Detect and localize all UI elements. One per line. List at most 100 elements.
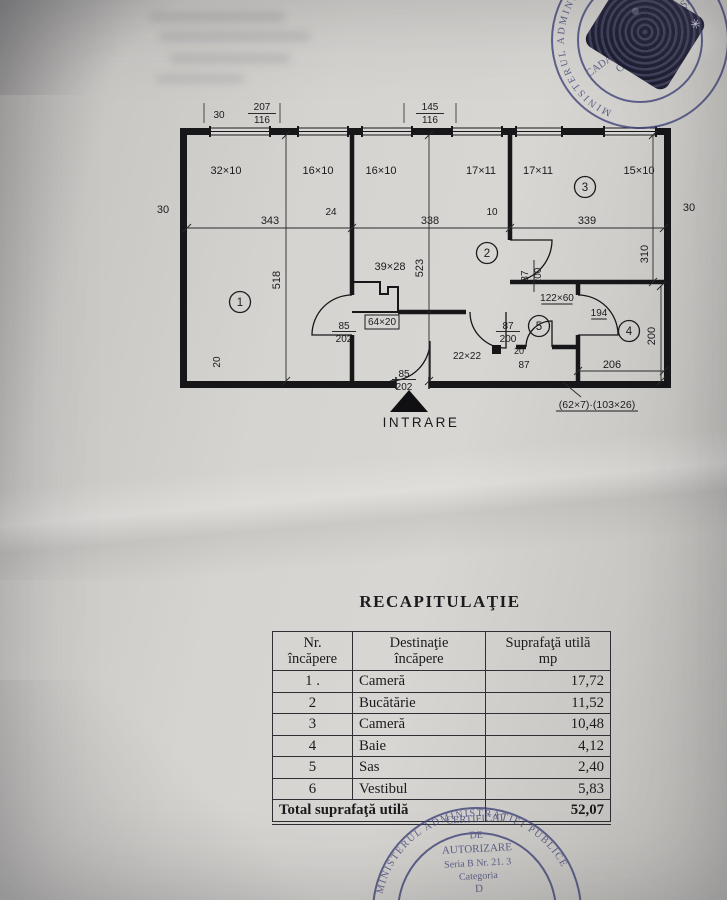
room-number-circle: [617, 319, 641, 343]
faded-text-smudge: [150, 12, 285, 22]
room-number-circle: [475, 241, 499, 265]
plan-dim-label: 338: [421, 215, 439, 227]
room-number: 4: [626, 326, 633, 338]
plan-dim-label: 343: [261, 215, 279, 227]
stamp-bottom-line: Categoria: [459, 870, 499, 883]
plan-dim-label: 116: [422, 115, 438, 126]
plan-dim-label: 87: [520, 270, 531, 282]
table-cell: Cameră: [352, 713, 486, 736]
plan-dim-label: 202: [336, 334, 353, 345]
table-cell: 2: [272, 691, 353, 715]
plan-dim-label: 202: [396, 382, 413, 393]
plan-dim-label: 194: [591, 308, 608, 319]
table-cell: 4,12: [485, 734, 611, 758]
table-total-row: Total suprafaţă utilă 52,07: [272, 799, 611, 824]
plan-dim-label: 200: [646, 327, 658, 345]
plan-dim-label: 122×60: [540, 293, 574, 304]
table-cell: Baie: [352, 734, 486, 758]
plan-dim-label: 339: [578, 215, 596, 227]
plan-dim-label: 310: [639, 245, 651, 263]
plan-dim-label: 16×10: [303, 165, 334, 177]
entrance-arrow-icon: [390, 390, 428, 412]
plan-dim-label: 30: [683, 202, 695, 214]
room-numbers: 1 2 3 4 5: [228, 175, 641, 343]
room-number: 2: [484, 248, 490, 260]
coat-of-arms-stamp: ✳: [582, 0, 708, 94]
table-cell: 5,83: [485, 777, 611, 801]
plan-dim-label: (62×7)·(103×26): [559, 399, 635, 411]
table-cell: 1 .: [272, 670, 353, 693]
plan-dim-label: 24: [325, 207, 337, 218]
kitchen-flue-niche: [352, 281, 399, 313]
plan-dim-label: 116: [254, 115, 270, 126]
table-cell: 17,72: [485, 670, 611, 693]
plan-dim-label: 64×20: [368, 317, 397, 328]
emblem-star-icon: ✳: [686, 14, 705, 34]
plan-dim-label: 32×10: [211, 165, 242, 177]
plan-dim-label: 16×10: [366, 165, 397, 177]
stamp-bottom-line: AUTORIZARE: [442, 841, 513, 857]
table-cell: Vestibul: [352, 777, 486, 801]
faded-text-smudge: [156, 75, 244, 83]
plan-dim-label: 17×11: [523, 165, 553, 177]
table-cell: 11,52: [485, 691, 611, 715]
plan-dim-label: 87: [502, 321, 514, 332]
faded-text-smudge: [170, 54, 290, 63]
plan-dim-label: 10: [486, 207, 498, 218]
table-cell: 2,40: [485, 756, 611, 779]
table-cell: 4: [272, 734, 353, 758]
plan-dim-label: 22×22: [453, 351, 482, 362]
interior-walls: [349, 135, 664, 381]
plan-dim-label: 17×11: [466, 165, 496, 177]
plan-dim-label: 85: [338, 321, 350, 332]
paper-crease: [0, 680, 320, 900]
table-cell: 10,48: [485, 713, 611, 736]
plan-dim-label: 207: [254, 102, 271, 113]
room-number-circle: [527, 314, 551, 338]
label-box: [364, 314, 400, 330]
table-cell: 6: [272, 777, 353, 801]
plan-dim-label: 145: [422, 102, 439, 113]
plan-dim-label: 30: [213, 110, 225, 121]
room-number: 1: [237, 297, 243, 309]
windows: [209, 126, 657, 137]
exterior-walls: [180, 128, 671, 388]
plan-dim-label: 518: [271, 271, 283, 289]
plan-dim-label: 200: [500, 334, 517, 345]
room-number-circle: [573, 175, 597, 199]
plan-dim-label: 85: [398, 369, 410, 380]
stamp-bottom-line: Seria B Nr. 21. 3: [444, 856, 512, 871]
table-cell: Bucătărie: [352, 691, 486, 715]
stamp-bottom-line: DE: [469, 830, 483, 842]
table-cell: Sas: [352, 756, 486, 779]
plan-dim-label: 200: [533, 267, 544, 284]
room-number: 5: [536, 321, 542, 333]
plan-dim-label: 523: [414, 259, 426, 277]
plan-dim-label: 15×10: [624, 165, 655, 177]
room-number: 3: [582, 182, 588, 194]
col-header-nr: Nr.încăpere: [272, 630, 353, 672]
table-cell: Cameră: [352, 670, 486, 693]
plan-dim-label: INTRARE: [383, 415, 460, 430]
plan-dim-label: 30: [157, 204, 169, 216]
door-swings: [311, 239, 619, 382]
paper-crease: [0, 430, 727, 580]
plan-dim-label: 87: [518, 360, 530, 371]
plan-dim-label: 20: [212, 356, 223, 368]
plan-dim-label: 206: [603, 359, 621, 371]
room-number-circle: [228, 290, 252, 314]
dimension-lines: [182, 103, 669, 398]
